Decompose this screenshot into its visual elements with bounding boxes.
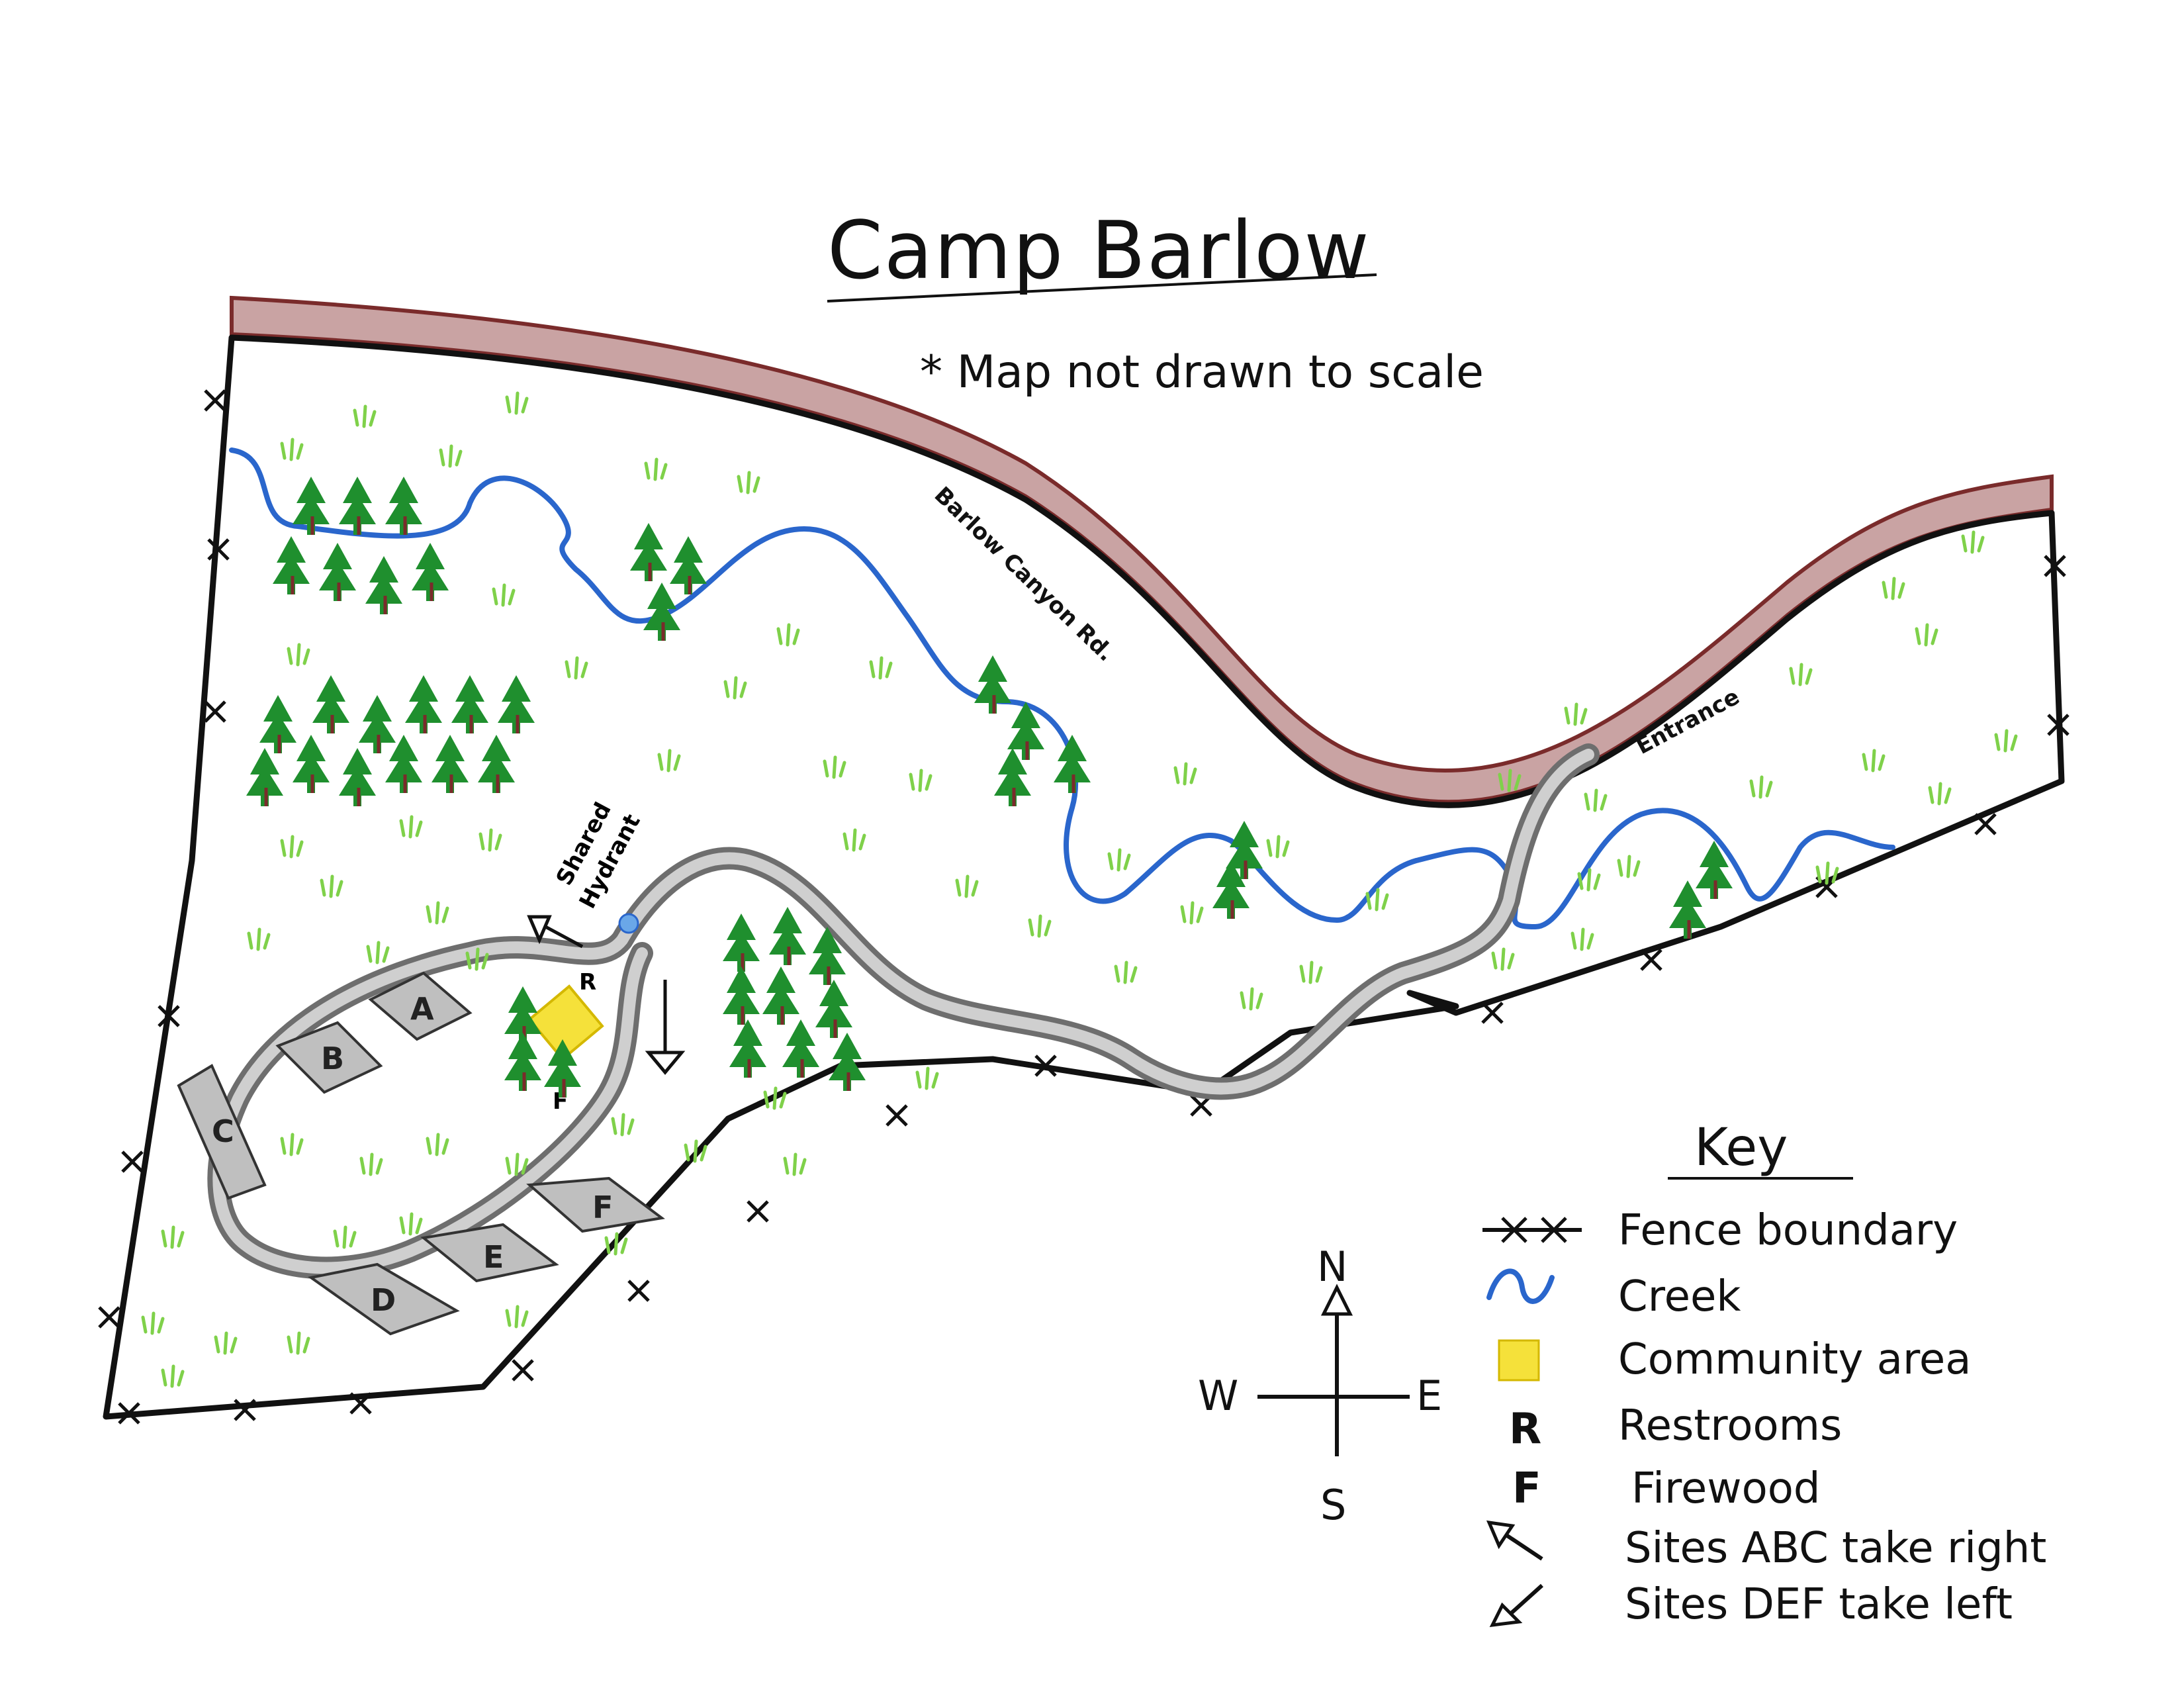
compass-n: N — [1317, 1243, 1347, 1291]
community-area — [527, 984, 604, 1061]
key-label-restrooms: Restrooms — [1618, 1401, 1842, 1450]
creek — [229, 447, 1895, 930]
campsites — [177, 971, 665, 1336]
key-label-sites-def: Sites DEF take left — [1625, 1580, 2013, 1629]
key-label-creek: Creek — [1618, 1272, 1741, 1321]
fence-boundary — [103, 334, 2065, 1420]
direction-arrows — [527, 915, 686, 1075]
community-area-icon — [1498, 1339, 1540, 1382]
map-title: Camp Barlow — [827, 205, 1371, 297]
site-e — [420, 1223, 559, 1283]
site-c — [177, 1064, 267, 1200]
restrooms-icon: R — [1509, 1405, 1541, 1454]
compass-rose — [1257, 1284, 1410, 1456]
fence-icon — [1482, 1217, 1582, 1243]
arrow-left-icon — [1489, 1583, 1544, 1628]
site-d-label: D — [371, 1282, 396, 1318]
arrow-right-icon — [1486, 1520, 1543, 1561]
title-underline — [827, 273, 1377, 303]
site-e-label: E — [483, 1239, 504, 1275]
creek-icon — [1486, 1268, 1555, 1304]
compass-w: W — [1198, 1372, 1238, 1420]
key-label-community: Community area — [1618, 1335, 1971, 1384]
scale-note: * Map not drawn to scale — [920, 346, 1484, 399]
site-a — [368, 971, 473, 1041]
site-f-label: F — [592, 1190, 613, 1225]
site-a-label: A — [410, 991, 434, 1027]
hydrant-icon — [618, 913, 639, 934]
map-key: Key Fence boundary Creek Community area … — [1482, 1118, 2046, 1629]
fence-markers — [98, 389, 2070, 1425]
key-label-fence: Fence boundary — [1618, 1206, 1958, 1255]
restrooms-mark: R — [579, 969, 596, 996]
site-b — [275, 1021, 383, 1094]
site-f — [526, 1176, 665, 1233]
site-d — [308, 1262, 460, 1336]
firewood-icon: F — [1512, 1464, 1541, 1513]
key-label-sites-abc: Sites ABC take right — [1625, 1524, 2046, 1573]
site-c-label: C — [212, 1113, 234, 1149]
compass-s: S — [1320, 1481, 1346, 1529]
compass-e: E — [1416, 1372, 1442, 1420]
site-b-label: B — [321, 1041, 344, 1076]
key-label-firewood: Firewood — [1631, 1464, 1821, 1513]
key-title: Key — [1694, 1118, 1788, 1178]
